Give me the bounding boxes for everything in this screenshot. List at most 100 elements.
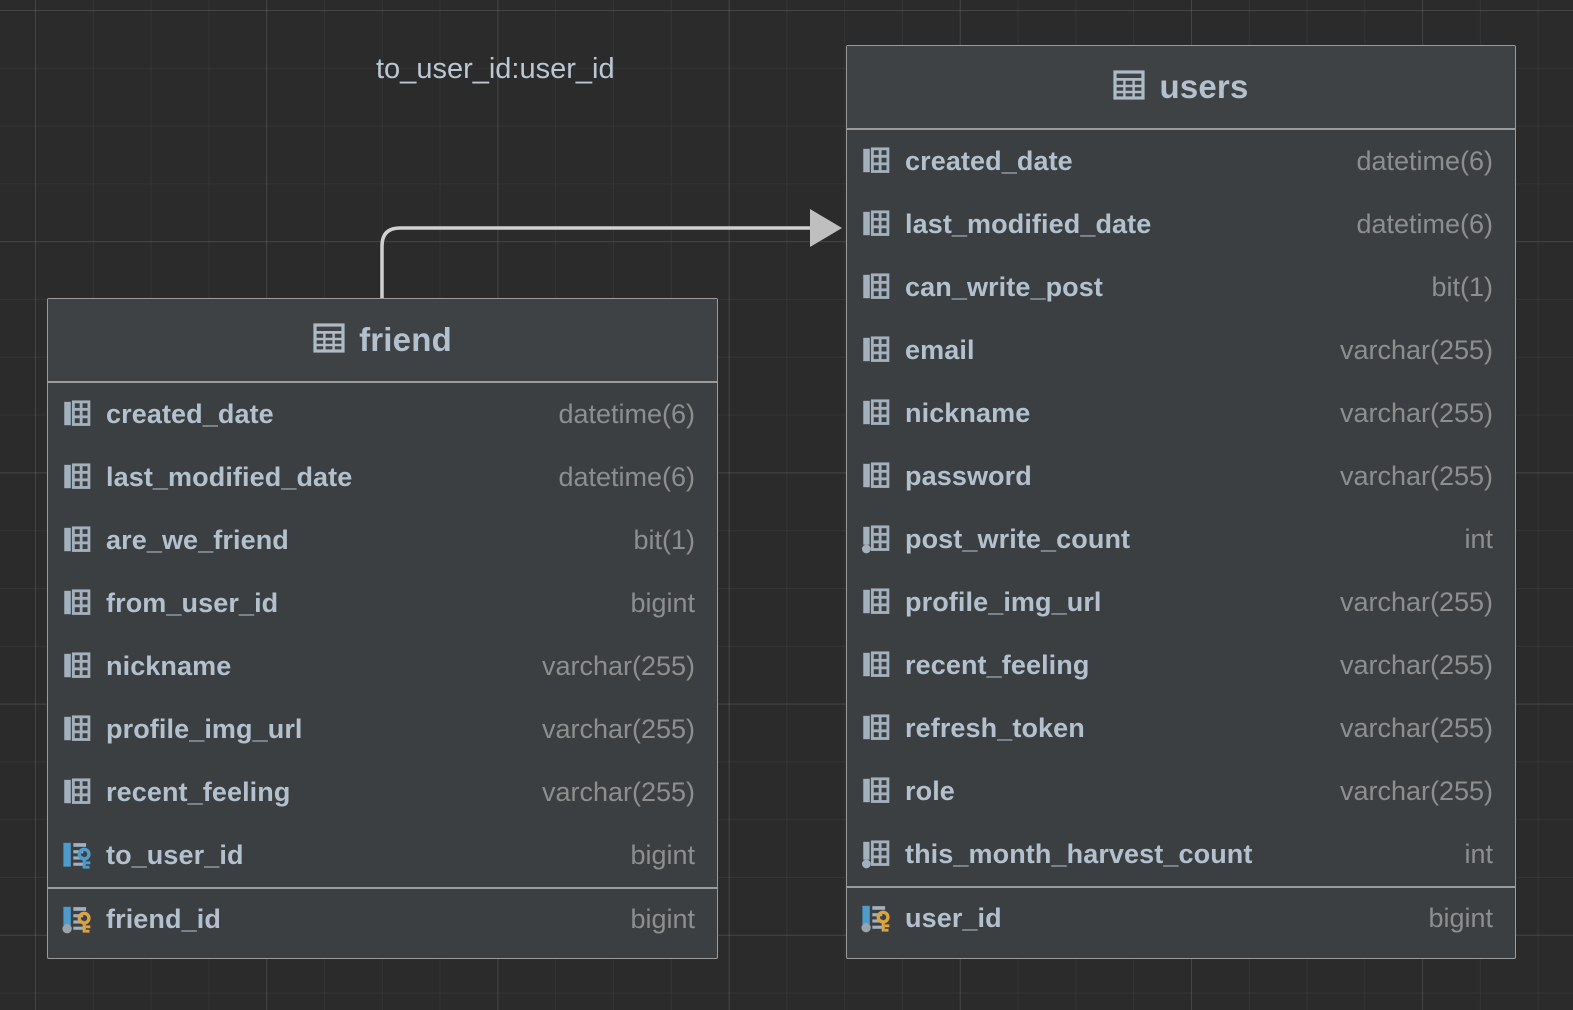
column-type: datetime(6) bbox=[1356, 146, 1493, 176]
column-name: email bbox=[905, 335, 975, 365]
column-type: varchar(255) bbox=[541, 651, 695, 681]
column-type: bit(1) bbox=[1431, 272, 1493, 302]
column-name: recent_feeling bbox=[905, 650, 1090, 680]
column-row[interactable]: this_month_harvest_count int bbox=[847, 823, 1515, 886]
column-row[interactable]: friend_id bigint bbox=[48, 887, 717, 950]
column-row[interactable]: post_write_count int bbox=[847, 508, 1515, 571]
column-icon bbox=[861, 398, 895, 432]
column-row[interactable]: user_id bigint bbox=[847, 886, 1515, 949]
column-row[interactable]: nickname varchar(255) bbox=[847, 382, 1515, 445]
column-type: bigint bbox=[1428, 903, 1493, 933]
column-icon bbox=[861, 650, 895, 684]
column-row[interactable]: role varchar(255) bbox=[847, 760, 1515, 823]
column-icon bbox=[861, 209, 895, 243]
table-title-users: users bbox=[1159, 68, 1249, 105]
column-name: role bbox=[905, 776, 955, 806]
column-row[interactable]: can_write_post bit(1) bbox=[847, 256, 1515, 319]
column-name: created_date bbox=[905, 146, 1073, 176]
table-icon bbox=[313, 322, 345, 359]
column-name: this_month_harvest_count bbox=[905, 839, 1253, 869]
column-type: varchar(255) bbox=[1339, 650, 1493, 680]
column-row[interactable]: profile_img_url varchar(255) bbox=[847, 571, 1515, 634]
column-icon bbox=[62, 651, 96, 685]
column-type: bigint bbox=[630, 588, 695, 618]
column-icon bbox=[861, 461, 895, 495]
column-name: last_modified_date bbox=[106, 462, 353, 492]
column-name: recent_feeling bbox=[106, 777, 291, 807]
column-row[interactable]: created_date datetime(6) bbox=[48, 383, 717, 446]
table-header-friend[interactable]: friend bbox=[48, 299, 717, 383]
column-type: datetime(6) bbox=[558, 462, 695, 492]
column-type: int bbox=[1464, 524, 1493, 554]
column-icon bbox=[861, 272, 895, 306]
relationship-arrow-head bbox=[810, 209, 842, 247]
column-type: bigint bbox=[630, 904, 695, 934]
column-icon bbox=[62, 399, 96, 433]
column-type: datetime(6) bbox=[558, 399, 695, 429]
column-name: nickname bbox=[905, 398, 1031, 428]
column-type: varchar(255) bbox=[1339, 461, 1493, 491]
table-icon bbox=[1113, 69, 1146, 106]
column-name: profile_img_url bbox=[905, 587, 1102, 617]
nullable-column-icon bbox=[861, 839, 895, 873]
column-name: from_user_id bbox=[106, 588, 279, 618]
primary-key-icon bbox=[861, 903, 895, 937]
column-row[interactable]: from_user_id bigint bbox=[48, 572, 717, 635]
column-name: refresh_token bbox=[905, 713, 1085, 743]
column-name: can_write_post bbox=[905, 272, 1103, 302]
column-type: varchar(255) bbox=[541, 714, 695, 744]
column-name: nickname bbox=[106, 651, 232, 681]
column-name: profile_img_url bbox=[106, 714, 303, 744]
column-type: varchar(255) bbox=[1339, 776, 1493, 806]
column-type: datetime(6) bbox=[1356, 209, 1493, 239]
column-row[interactable]: are_we_friend bit(1) bbox=[48, 509, 717, 572]
primary-key-icon bbox=[62, 904, 96, 938]
column-type: varchar(255) bbox=[1339, 398, 1493, 428]
column-row[interactable]: to_user_id bigint bbox=[48, 824, 717, 887]
column-row[interactable]: recent_feeling varchar(255) bbox=[847, 634, 1515, 697]
column-icon bbox=[861, 713, 895, 747]
foreign-key-icon bbox=[62, 840, 96, 874]
column-icon bbox=[861, 776, 895, 810]
column-icon bbox=[62, 525, 96, 559]
table-header-users[interactable]: users bbox=[847, 46, 1515, 130]
column-row[interactable]: profile_img_url varchar(255) bbox=[48, 698, 717, 761]
column-name: post_write_count bbox=[905, 524, 1131, 554]
relationship-connector-line bbox=[380, 226, 812, 300]
column-type: varchar(255) bbox=[1339, 335, 1493, 365]
column-name: to_user_id bbox=[106, 840, 244, 870]
column-type: varchar(255) bbox=[541, 777, 695, 807]
column-type: bigint bbox=[630, 840, 695, 870]
column-name: created_date bbox=[106, 399, 274, 429]
nullable-column-icon bbox=[861, 524, 895, 558]
column-row[interactable]: last_modified_date datetime(6) bbox=[847, 193, 1515, 256]
column-row[interactable]: last_modified_date datetime(6) bbox=[48, 446, 717, 509]
column-type: bit(1) bbox=[633, 525, 695, 555]
column-type: int bbox=[1464, 839, 1493, 869]
column-icon bbox=[861, 146, 895, 180]
column-icon bbox=[62, 714, 96, 748]
table-title-friend: friend bbox=[359, 321, 452, 358]
column-row[interactable]: created_date datetime(6) bbox=[847, 130, 1515, 193]
column-name: user_id bbox=[905, 903, 1002, 933]
column-icon bbox=[62, 777, 96, 811]
relationship-label: to_user_id:user_id bbox=[376, 53, 615, 85]
column-name: password bbox=[905, 461, 1032, 491]
column-name: friend_id bbox=[106, 904, 221, 934]
column-icon bbox=[62, 462, 96, 496]
column-row[interactable]: email varchar(255) bbox=[847, 319, 1515, 382]
column-row[interactable]: nickname varchar(255) bbox=[48, 635, 717, 698]
column-type: varchar(255) bbox=[1339, 587, 1493, 617]
column-icon bbox=[861, 335, 895, 369]
column-name: are_we_friend bbox=[106, 525, 289, 555]
column-row[interactable]: password varchar(255) bbox=[847, 445, 1515, 508]
column-name: last_modified_date bbox=[905, 209, 1152, 239]
column-icon bbox=[861, 587, 895, 621]
column-row[interactable]: recent_feeling varchar(255) bbox=[48, 761, 717, 824]
